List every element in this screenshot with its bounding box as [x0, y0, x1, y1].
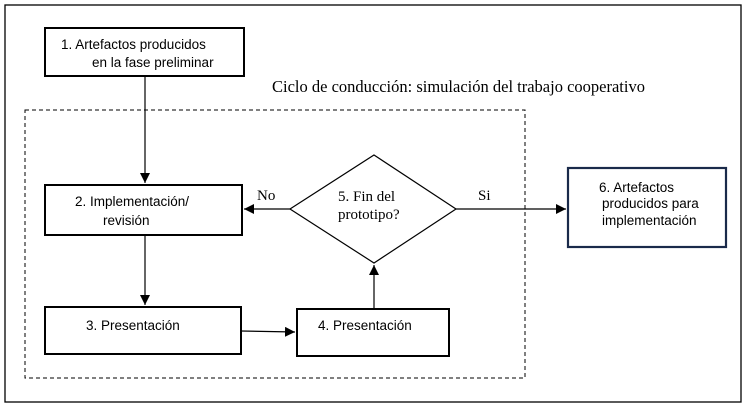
diagram-title: Ciclo de conducción: simulación del trab… [272, 77, 645, 96]
node-6-label-line3: implementación [602, 213, 697, 228]
node-4-label: 4. Presentación [318, 318, 412, 333]
node-5-label-line2: prototipo? [338, 207, 400, 223]
outer-frame [4, 4, 742, 403]
node-6-label-line1: 6. Artefactos [599, 180, 674, 195]
node-1-box [44, 27, 245, 77]
node-5-decision-diamond [288, 154, 458, 264]
node-2-box [44, 184, 243, 236]
node-2-label-line2: revisión [103, 213, 150, 228]
node-2-label-line1: 2. Implementación/ [75, 194, 189, 209]
node-3-label: 3. Presentación [86, 318, 180, 333]
node-1-label-line2: en la fase preliminar [92, 55, 214, 70]
edge-label-no: No [257, 188, 275, 204]
node-1-label-line1: 1. Artefactos producidos [61, 37, 206, 52]
node-4-box [296, 308, 450, 357]
edge-label-si: Si [478, 188, 491, 204]
arrow-3-to-4 [240, 326, 296, 337]
node-6-box [566, 166, 728, 249]
node-3-box [44, 306, 242, 355]
cycle-boundary [24, 109, 526, 379]
node-5-label-line1: 5. Fin del [338, 189, 395, 205]
node-6-label-line2: producidos para [602, 196, 699, 211]
